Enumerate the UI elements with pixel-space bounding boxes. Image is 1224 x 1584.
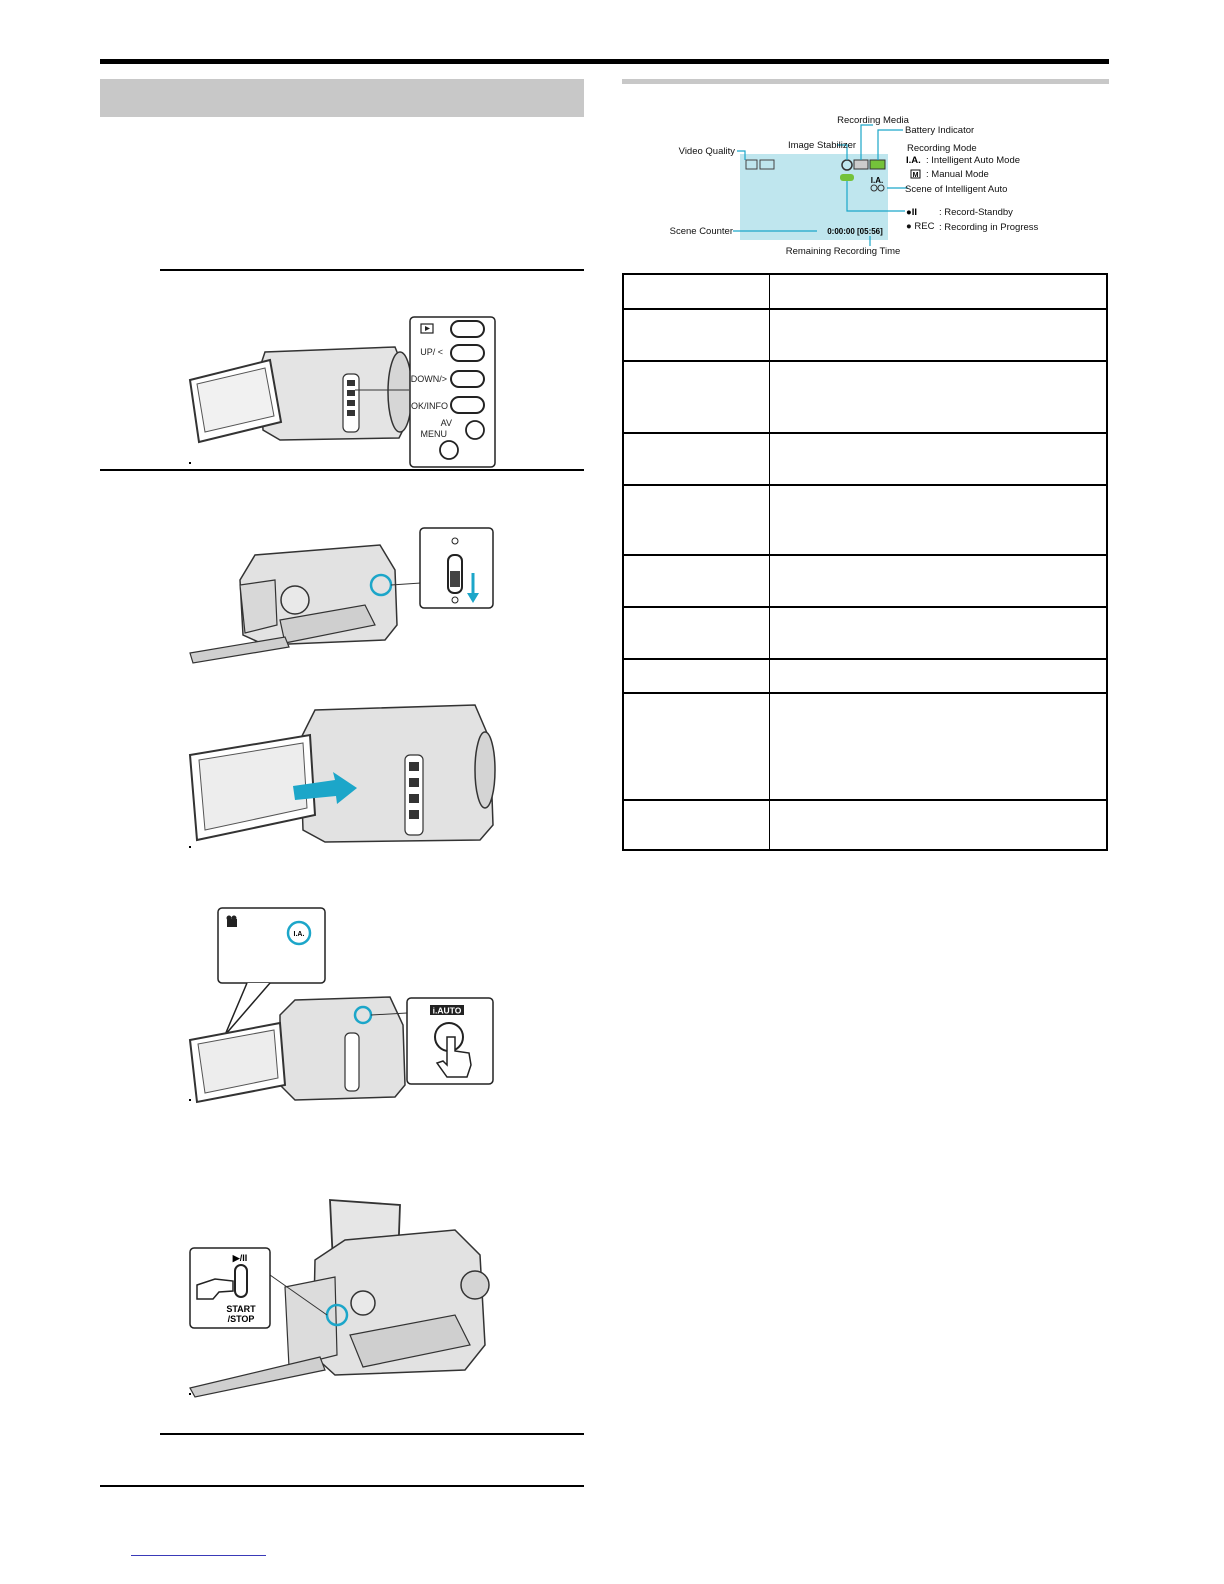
camera-buttons-illustration: UP/ < DOWN/> OK/INFO AV MENU bbox=[188, 316, 496, 468]
screen-ia-icon: I.A. bbox=[871, 176, 883, 185]
scene-icon bbox=[877, 184, 885, 192]
indicator-table bbox=[622, 273, 1108, 851]
table-row bbox=[624, 799, 1106, 801]
play-pause-label: ▶/II bbox=[232, 1253, 247, 1263]
rec-symbol: ● REC bbox=[906, 221, 935, 232]
lcd-callout: I.A. bbox=[217, 907, 326, 1036]
top-rule bbox=[100, 59, 1109, 64]
video-quality-icon bbox=[745, 159, 758, 170]
manual-mode-label: : Manual Mode bbox=[926, 169, 989, 180]
iauto-button-label: i.AUTO bbox=[433, 1006, 462, 1016]
stop-label: /STOP bbox=[228, 1314, 255, 1324]
iauto-button-inset: i.AUTO bbox=[406, 997, 494, 1085]
scene-ia-label: Scene of Intelligent Auto bbox=[905, 184, 1007, 195]
start-stop-inset: ▶/II START /STOP bbox=[189, 1247, 271, 1329]
table-row bbox=[624, 308, 1106, 310]
ia-symbol: I.A. bbox=[906, 155, 921, 166]
table-column-divider bbox=[769, 275, 770, 849]
camcorder-body bbox=[189, 544, 422, 664]
callout-lines bbox=[733, 124, 908, 246]
right-section-header-band bbox=[622, 79, 1109, 84]
camcorder-body bbox=[188, 346, 413, 444]
camcorder-open-lcd bbox=[188, 704, 496, 843]
footer-link-underline[interactable] bbox=[131, 1555, 266, 1556]
m-symbol: M bbox=[913, 172, 919, 179]
manual-mode-icon bbox=[910, 169, 921, 179]
intelligent-auto-mode-label: : Intelligent Auto Mode bbox=[926, 155, 1020, 166]
step-divider bbox=[100, 469, 584, 471]
table-row bbox=[624, 554, 1106, 556]
start-label: START bbox=[226, 1304, 256, 1314]
av-label: AV bbox=[441, 418, 452, 428]
battery-indicator-label: Battery Indicator bbox=[905, 125, 974, 136]
scene-counter-label: Scene Counter bbox=[670, 226, 733, 237]
power-switch-illustration bbox=[189, 527, 494, 664]
step-divider bbox=[160, 1433, 584, 1435]
camcorder-body bbox=[188, 996, 408, 1104]
table-row bbox=[624, 692, 1106, 694]
button-panel-inset: UP/ < DOWN/> OK/INFO AV MENU bbox=[409, 316, 496, 468]
start-stop-illustration: ▶/II START /STOP bbox=[189, 1199, 490, 1398]
ok-info-label: OK/INFO bbox=[411, 401, 448, 411]
iauto-illustration: I.A. i.AUTO bbox=[188, 907, 494, 1104]
remaining-time-label: Remaining Recording Time bbox=[786, 246, 901, 257]
recording-mode-label: Recording Mode bbox=[907, 143, 977, 154]
battery-icon bbox=[869, 159, 886, 170]
menu-label: MENU bbox=[421, 429, 448, 439]
ia-screen-indicator: I.A. bbox=[294, 931, 305, 938]
image-stabilizer-label: Image Stabilizer bbox=[788, 140, 856, 151]
step-divider bbox=[160, 269, 584, 271]
section-bottom-rule bbox=[100, 1485, 584, 1487]
table-row bbox=[624, 606, 1106, 608]
recording-in-progress-label: : Recording in Progress bbox=[939, 222, 1039, 233]
video-quality-icon bbox=[759, 159, 775, 170]
counter-value: 0:00:00 [05:56] bbox=[827, 227, 883, 236]
record-standby-label: : Record-Standby bbox=[939, 207, 1013, 218]
left-section-header-band bbox=[100, 79, 584, 117]
table-row bbox=[624, 658, 1106, 660]
record-standby-icon bbox=[840, 174, 854, 181]
recording-media-label: Recording Media bbox=[837, 115, 910, 126]
scene-icon bbox=[870, 184, 878, 192]
up-label: UP/ < bbox=[420, 347, 443, 357]
down-label: DOWN/> bbox=[411, 374, 447, 384]
video-quality-label: Video Quality bbox=[679, 146, 736, 157]
power-switch-inset bbox=[419, 527, 494, 609]
camcorder-body bbox=[189, 1199, 490, 1398]
standby-symbol: ●II bbox=[906, 207, 917, 218]
table-row bbox=[624, 484, 1106, 486]
recording-media-icon bbox=[853, 159, 869, 170]
table-row bbox=[624, 360, 1106, 362]
recording-screen-diagram: I.A. 0:00:00 [05:56] Video Quality Image… bbox=[670, 115, 1039, 257]
open-lcd-illustration bbox=[188, 704, 496, 848]
table-row bbox=[624, 432, 1106, 434]
